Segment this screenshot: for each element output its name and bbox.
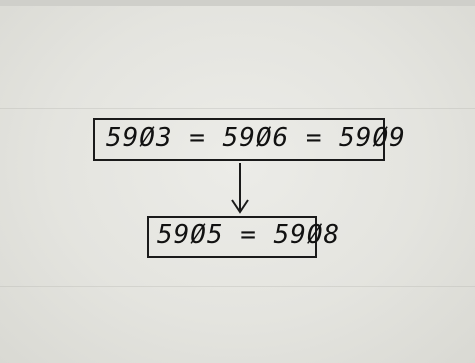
- paper-line: [0, 286, 475, 287]
- bottom-equation-text: 59Ø5 = 59Ø8: [157, 220, 341, 250]
- paper-line: [0, 108, 475, 109]
- bottom-equation-box: [147, 216, 317, 258]
- paper-edge: [0, 0, 475, 6]
- top-equation-text: 59Ø3 = 59Ø6 = 59Ø9: [106, 123, 406, 153]
- top-equation-box: [93, 118, 385, 161]
